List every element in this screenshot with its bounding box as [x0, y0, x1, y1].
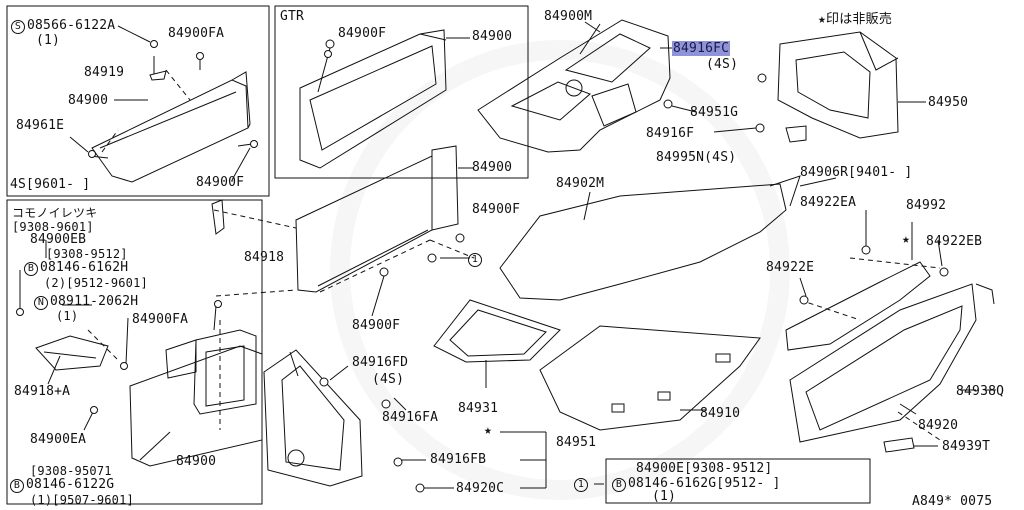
part-84951: 84951 — [556, 435, 597, 450]
non-sale-note: ★印は非販売 — [818, 12, 893, 27]
part-84900M: 84900M — [544, 9, 593, 24]
part-84922EA: 84922EA — [800, 195, 857, 210]
tray-84918A — [35, 335, 109, 371]
part-84918: 84918 — [244, 250, 285, 265]
part-84900F-upper: 84900F — [196, 175, 245, 190]
part-84900-gtr: 84900 — [472, 29, 513, 44]
part-84938Q: 84938Q — [956, 384, 1005, 399]
bolt-b-note-1: (2)[9512-9601] — [44, 276, 148, 290]
part-84939T: 84939T — [942, 439, 991, 454]
upper-left-trim-panel — [89, 56, 253, 183]
lower-left-title: コモノイレツキ — [12, 206, 98, 220]
part-84900F-center-b: 84900F — [352, 318, 401, 333]
lower-left-date-3: [9308-95071 — [30, 464, 112, 478]
date-note-4S: 4S[9601- ] — [10, 177, 91, 192]
trunk-mat-84902M — [499, 175, 801, 301]
gtr-title: GTR — [280, 9, 305, 24]
side-trim-84951 — [263, 349, 363, 487]
part-84900-upper: 84900 — [68, 93, 109, 108]
part-84906R: 84906R[9401- ] — [800, 165, 913, 180]
trim-84992 — [785, 261, 931, 351]
part-84951G: 84951G — [690, 105, 739, 120]
part-84992: 84992 — [906, 198, 947, 213]
lower-left-date-1: [9308-9601] — [12, 220, 94, 234]
part-84922E: 84922E — [766, 260, 815, 275]
lower-left-date-2: [9308-9512] — [46, 247, 128, 261]
lower-left-box — [6, 199, 263, 505]
part-84900FA-upper: 84900FA — [168, 26, 225, 41]
part-84900-center: 84900 — [472, 160, 513, 175]
part-84961E: 84961E — [16, 118, 65, 133]
part-84916FA: 84916FA — [382, 410, 439, 425]
part-84922EB: 84922EB — [926, 234, 983, 249]
fasteners — [16, 40, 949, 493]
lower-left-parts — [35, 329, 263, 467]
assembly-guide-lines — [87, 69, 941, 441]
upper-left-box — [6, 5, 270, 197]
box-lower — [193, 329, 257, 415]
part-84916FC: 84916FC — [672, 41, 731, 56]
part-84916FB: 84916FB — [430, 452, 487, 467]
bracket-84918 — [211, 199, 225, 235]
part-84916FD-qty: (4S) — [372, 372, 405, 387]
floor-board-84910 — [539, 325, 761, 431]
ref-1-marker-box: 1 — [574, 477, 590, 492]
ref-box-line-1: 84900E[9308-9512] — [636, 461, 773, 476]
diagram-code: A849* 0075 — [912, 494, 993, 509]
mat-84931 — [433, 299, 561, 363]
part-84950: 84950 — [928, 95, 969, 110]
bolt-s-qty: (1) — [36, 33, 61, 48]
floor-mat-84900M — [477, 19, 671, 153]
part-84900F-gtr: 84900F — [338, 26, 387, 41]
part-84916FC-qty: (4S) — [706, 57, 739, 72]
part-84910: 84910 — [700, 406, 741, 421]
part-84900EA: 84900EA — [30, 432, 87, 447]
part-84995N: 84995N(4S) — [656, 150, 737, 165]
part-84916FD: 84916FD — [352, 355, 409, 370]
part-84918A: 84918+A — [14, 384, 71, 399]
wheelhouse-84950 — [777, 31, 926, 143]
part-84900FA-lower: 84900FA — [132, 312, 189, 327]
gtr-trim-panel — [299, 29, 470, 169]
reference-box — [605, 458, 871, 504]
part-84900-lower: 84900 — [176, 454, 217, 469]
part-84931: 84931 — [458, 401, 499, 416]
panel-84900-lower — [129, 345, 263, 467]
mat-84931-inner — [449, 309, 547, 357]
part-84920C: 84920C — [456, 481, 505, 496]
star-marker-right: ★ — [902, 232, 911, 247]
trunk-side-trim-84900 — [295, 145, 474, 293]
part-84920: 84920 — [918, 418, 959, 433]
bolt-b-note-2: (1)[9507-9601] — [30, 493, 134, 507]
part-84916F: 84916F — [646, 126, 695, 141]
trim-84920 — [789, 283, 996, 443]
bracket-84939T — [883, 437, 915, 453]
part-84900F-center-a: 84900F — [472, 202, 521, 217]
nut-n-qty: (1) — [56, 309, 79, 323]
ref-1-marker-center: 1 — [468, 252, 484, 267]
part-84919: 84919 — [84, 65, 125, 80]
part-84902M: 84902M — [556, 176, 605, 191]
gtr-box — [274, 5, 529, 179]
part-84900EB: 84900EB — [30, 232, 87, 247]
star-marker-center: ★ — [484, 423, 493, 438]
leader-lines — [19, 21, 976, 489]
ref-box-line-3: (1) — [652, 489, 677, 504]
